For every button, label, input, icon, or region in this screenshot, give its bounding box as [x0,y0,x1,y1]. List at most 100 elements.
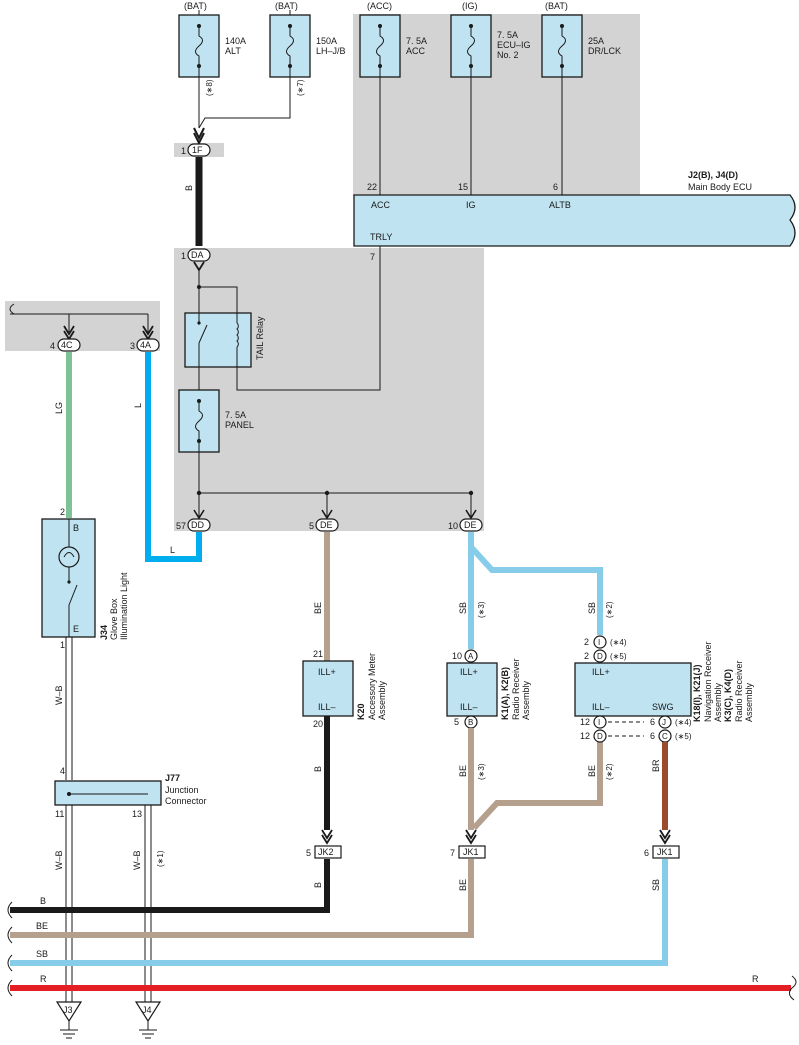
conn-DE5-code: DE [320,520,333,530]
relay-switch-icon [197,313,208,367]
conn-A-code: A [468,652,474,661]
conn-I12 [593,715,607,729]
merge-arrow-icon [193,127,205,146]
note-star2b: (∗2) [605,763,614,780]
j77-id: J77 [165,773,180,783]
conn-J6-pin: 6 [650,717,655,727]
note-star8: (∗8) [205,79,214,96]
left-junction-shade [5,301,160,351]
wire-label-l1: L [133,403,143,408]
jk1b-code: JK1 [657,847,673,857]
k20-line2: Assembly [377,680,387,720]
wire-label-br: BR [651,759,661,772]
j77-line1: Junction [165,785,199,795]
wire-label-b3: B [313,882,323,888]
fuse-panel-name: PANEL [225,420,254,430]
j34-id: J34 [99,625,109,640]
note-star3b: (∗3) [477,763,486,780]
k20-id: K20 [356,703,366,720]
conn-4C-code: 4C [61,340,73,350]
conn-I12-code: I [598,718,600,727]
door-switch-icon [67,580,78,637]
note-star5b: (∗5) [675,732,692,741]
conn-1F [187,143,211,157]
conn-D12-pin: 12 [580,731,590,741]
conn-4C [57,338,81,352]
fuse-ig-name: ECU–IG [497,40,531,50]
k1-id: K1(A), K2(B) [500,667,510,720]
wire-relay-coil-top [199,286,238,313]
k1-term-bot: ILL– [460,702,478,712]
conn-DE10-pin: 10 [448,521,458,531]
conn-I12-pin: 12 [580,717,590,727]
bus-label-r-left: R [40,974,47,984]
conn-D2 [593,649,607,663]
wire-label-be3: BE [587,765,597,777]
conn-DD [187,518,211,532]
k20-pin-top: 21 [313,649,323,659]
ecu-pin-acc-label: ACC [371,200,391,210]
k18-term-bl: ILL– [592,702,610,712]
lamp-icon [58,519,80,582]
conn-C6-code: C [662,732,668,741]
ecu-pin-ig-num: 15 [458,182,468,192]
break-right-icon [788,975,797,1001]
relay-name: TAIL Relay [255,316,265,360]
conn-D12 [593,729,607,743]
conn-JK1b-arrow-icon [659,829,671,845]
fuse-drlck-amp: 25A [588,36,604,46]
k20-term-bot: ILL– [318,702,336,712]
conn-I2-code: I [598,638,600,647]
conn-JK1a-arrow-icon [465,829,477,845]
conn-1F-pin: 1 [181,146,186,156]
note-star1: (∗1) [156,850,165,867]
j34-line1: Glove Box [109,598,119,640]
fuse-drlck-source: (BAT) [545,1,568,11]
conn-4C-pin: 4 [50,341,55,351]
ecu-pin-ig-label: IG [466,200,476,210]
fuse-140a-name: ALT [225,46,241,56]
ecu-pin-trly-num: 7 [370,252,375,262]
accessory-meter-k20 [302,660,354,717]
k18-term-br: SWG [652,702,674,712]
wire-wb-to-ground [65,805,152,1002]
fuse-ig-amp: 7. 5A [497,30,518,40]
jk2-pin: 5 [306,848,311,858]
wire-beige-k18-jk1 [471,741,603,831]
jk1b-pin: 6 [644,848,649,858]
jk1a-pin: 7 [450,848,455,858]
wire-label-lg: LG [54,402,64,414]
main-body-ecu [353,194,796,247]
j77-pin-br: 13 [132,809,142,819]
fuse-150a-source: (BAT) [275,1,298,11]
bus-label-be: BE [36,921,48,931]
conn-J6-code: J [662,718,666,727]
k1-line1: Radio Receiver [511,658,521,720]
jk2-code: JK2 [318,847,334,857]
fuse-panel-amp: 7. 5A [225,410,246,420]
ecu-pin-acc-num: 22 [367,182,377,192]
conn-DA [187,248,211,262]
conn-DE10 [459,518,483,532]
conn-A [464,649,478,663]
note-star5a: (∗5) [610,652,627,661]
wire-label-be2: BE [458,765,468,777]
k20-term-top: ILL+ [318,667,336,677]
fuse-140a-icon [195,24,203,68]
fuse-acc-source: (ACC) [367,1,392,11]
j34-term-e: E [73,624,79,634]
wire-label-wb3: W–B [132,850,142,870]
fuse-150a-name: LH–J/B [316,46,346,56]
conn-B-code: B [468,718,473,727]
wire-relay-coil-trly [236,246,381,391]
ground-j4-icon [134,1001,162,1039]
wire-label-b1: B [184,185,194,191]
ecu-pin-altb-num: 6 [553,182,558,192]
k1-line2: Assembly [521,680,531,720]
fuse-acc-icon [376,24,384,68]
jk1a-code: JK1 [463,847,479,857]
note-star3a: (∗3) [477,601,486,618]
conn-DA-code: DA [191,250,204,260]
note-star4a: (∗4) [610,638,627,647]
bus-label-r-right: R [752,974,759,984]
